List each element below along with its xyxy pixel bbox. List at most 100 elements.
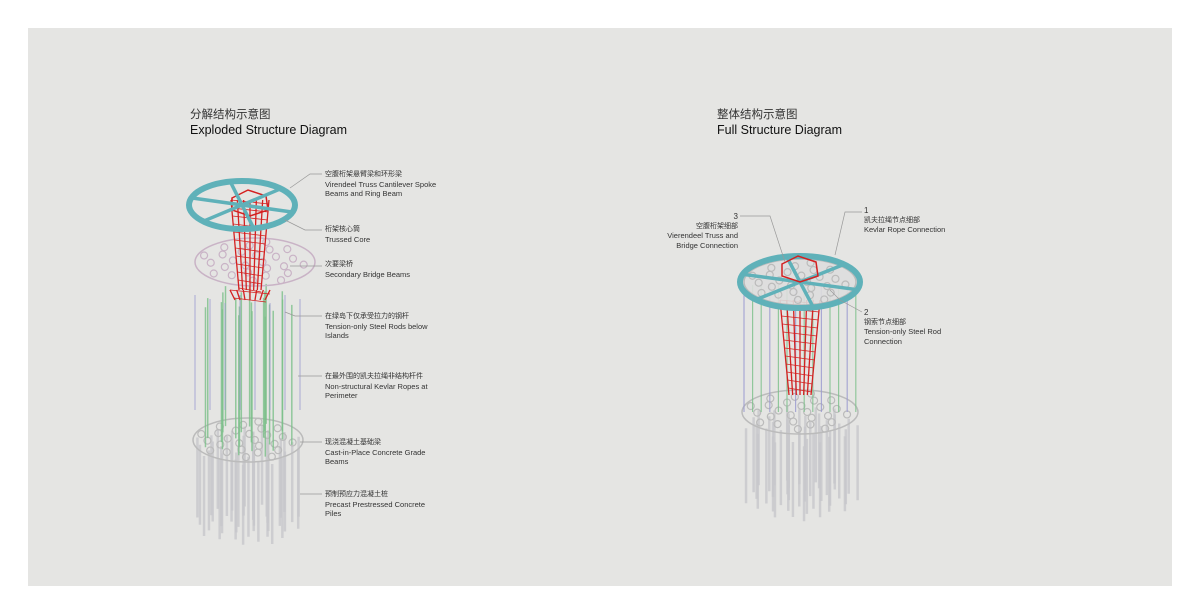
- grade-beam: [827, 396, 836, 405]
- exploded-title-zh: 分解结构示意图: [190, 107, 271, 121]
- grade-beam: [832, 404, 841, 414]
- grade-beam: [827, 418, 836, 427]
- leader-line: [829, 289, 863, 313]
- grade-beam: [274, 446, 283, 455]
- trussed-core: [787, 379, 813, 385]
- secondary-bridge-beam: [218, 250, 227, 259]
- secondary-bridge-beam: [209, 269, 218, 278]
- grade-beam: [216, 440, 225, 449]
- label-en: Non-structural Kevlar Ropes at Perimeter: [325, 381, 428, 401]
- secondary-bridge-beam: [228, 256, 237, 265]
- trussed-core: [235, 255, 265, 261]
- exploded-title-en: Exploded Structure Diagram: [190, 123, 348, 137]
- bridge-lattice: [783, 268, 792, 277]
- exploded-title: 分解结构示意图 Exploded Structure Diagram: [190, 106, 347, 137]
- label-zh: 预制预应力混凝土桩: [325, 490, 388, 498]
- grade-beam: [253, 448, 262, 457]
- label-zh: 在最外围的凯夫拉绳非结构杆件: [325, 372, 423, 380]
- full-title-zh: 整体结构示意图: [717, 107, 798, 121]
- bridge-lattice: [793, 295, 803, 305]
- trussed-core: [237, 271, 263, 277]
- trussed-core: [810, 299, 821, 396]
- trussed-core: [782, 323, 818, 329]
- secondary-bridge-beam: [248, 276, 257, 285]
- trussed-core: [783, 339, 817, 345]
- grade-beam: [746, 401, 755, 411]
- grade-beam: [766, 412, 775, 421]
- bridge-lattice: [754, 278, 763, 287]
- secondary-bridge-beam: [265, 245, 274, 254]
- grade-beam: [223, 434, 232, 443]
- grade-beam: [806, 420, 815, 429]
- callout-number: 2: [864, 308, 869, 317]
- secondary-bridge-beam: [220, 262, 229, 272]
- trussed-core: [238, 287, 262, 293]
- secondary-bridge-beam: [262, 264, 272, 273]
- grade-beam: [288, 438, 297, 447]
- secondary-bridge-beam: [283, 268, 292, 278]
- trussed-core: [784, 347, 816, 353]
- leader-line: [740, 215, 786, 263]
- grade-beam: [267, 452, 276, 461]
- secondary-bridge-beam: [227, 271, 236, 280]
- label-zh: 空腹桁架悬臂梁和环形梁: [325, 170, 402, 178]
- trussed-core: [782, 331, 818, 337]
- trussed-core: [238, 279, 262, 285]
- label-zh: 次要梁桥: [325, 260, 353, 268]
- grade-beam: [270, 439, 279, 448]
- grade-beam: [192, 417, 304, 463]
- label-en: Kevlar Rope Connection: [864, 225, 946, 234]
- bridge-lattice: [767, 263, 776, 272]
- core-rod: [254, 289, 258, 301]
- leader-lines: [284, 173, 863, 495]
- trussed-core: [235, 247, 265, 253]
- secondary-bridge-beam: [283, 245, 292, 254]
- callout-number: 3: [733, 212, 738, 221]
- secondary-bridge-beam: [288, 254, 298, 263]
- grade-beam: [764, 401, 773, 410]
- trussed-core: [243, 199, 247, 291]
- trussed-core: [233, 231, 267, 237]
- ring-beam: [186, 178, 298, 232]
- bridge-lattice: [831, 274, 840, 283]
- grade-beam: [197, 429, 206, 439]
- exploded-structure-drawing: [186, 178, 316, 545]
- bridge-lattice: [826, 288, 835, 297]
- trussed-core: [792, 299, 797, 396]
- label-en: Precast Prestressed Concrete Piles: [325, 499, 426, 519]
- bridge-lattice: [789, 287, 798, 297]
- secondary-bridge-beam: [261, 271, 270, 280]
- core-rod: [264, 289, 271, 301]
- label-zh: 空腹桁架细部: [696, 221, 738, 230]
- secondary-bridge-beam: [199, 251, 209, 260]
- grade-beam: [793, 425, 802, 434]
- grade-beam: [753, 408, 762, 417]
- trussed-core: [788, 387, 812, 393]
- trussed-core: [236, 199, 244, 291]
- secondary-bridge-beam: [276, 276, 286, 285]
- trussed-core: [260, 199, 270, 291]
- trussed-core: [786, 299, 794, 396]
- grade-beam: [756, 418, 765, 427]
- label-zh: 现浇混凝土基础梁: [325, 438, 381, 446]
- grade-beam: [273, 424, 282, 433]
- grade-beam: [773, 419, 782, 429]
- grade-beam: [807, 413, 816, 422]
- trussed-core: [803, 299, 808, 396]
- label-en: Tension-only Steel Rod Connection: [864, 327, 942, 346]
- grade-beam: [816, 403, 825, 412]
- core-rod: [229, 289, 271, 295]
- trussed-core: [806, 299, 814, 396]
- label-en: Trussed Core: [325, 234, 371, 244]
- leader-line: [834, 211, 862, 256]
- core-top: [781, 255, 819, 283]
- label-en: Cast-in-Place Concrete Grade Beams: [325, 447, 426, 467]
